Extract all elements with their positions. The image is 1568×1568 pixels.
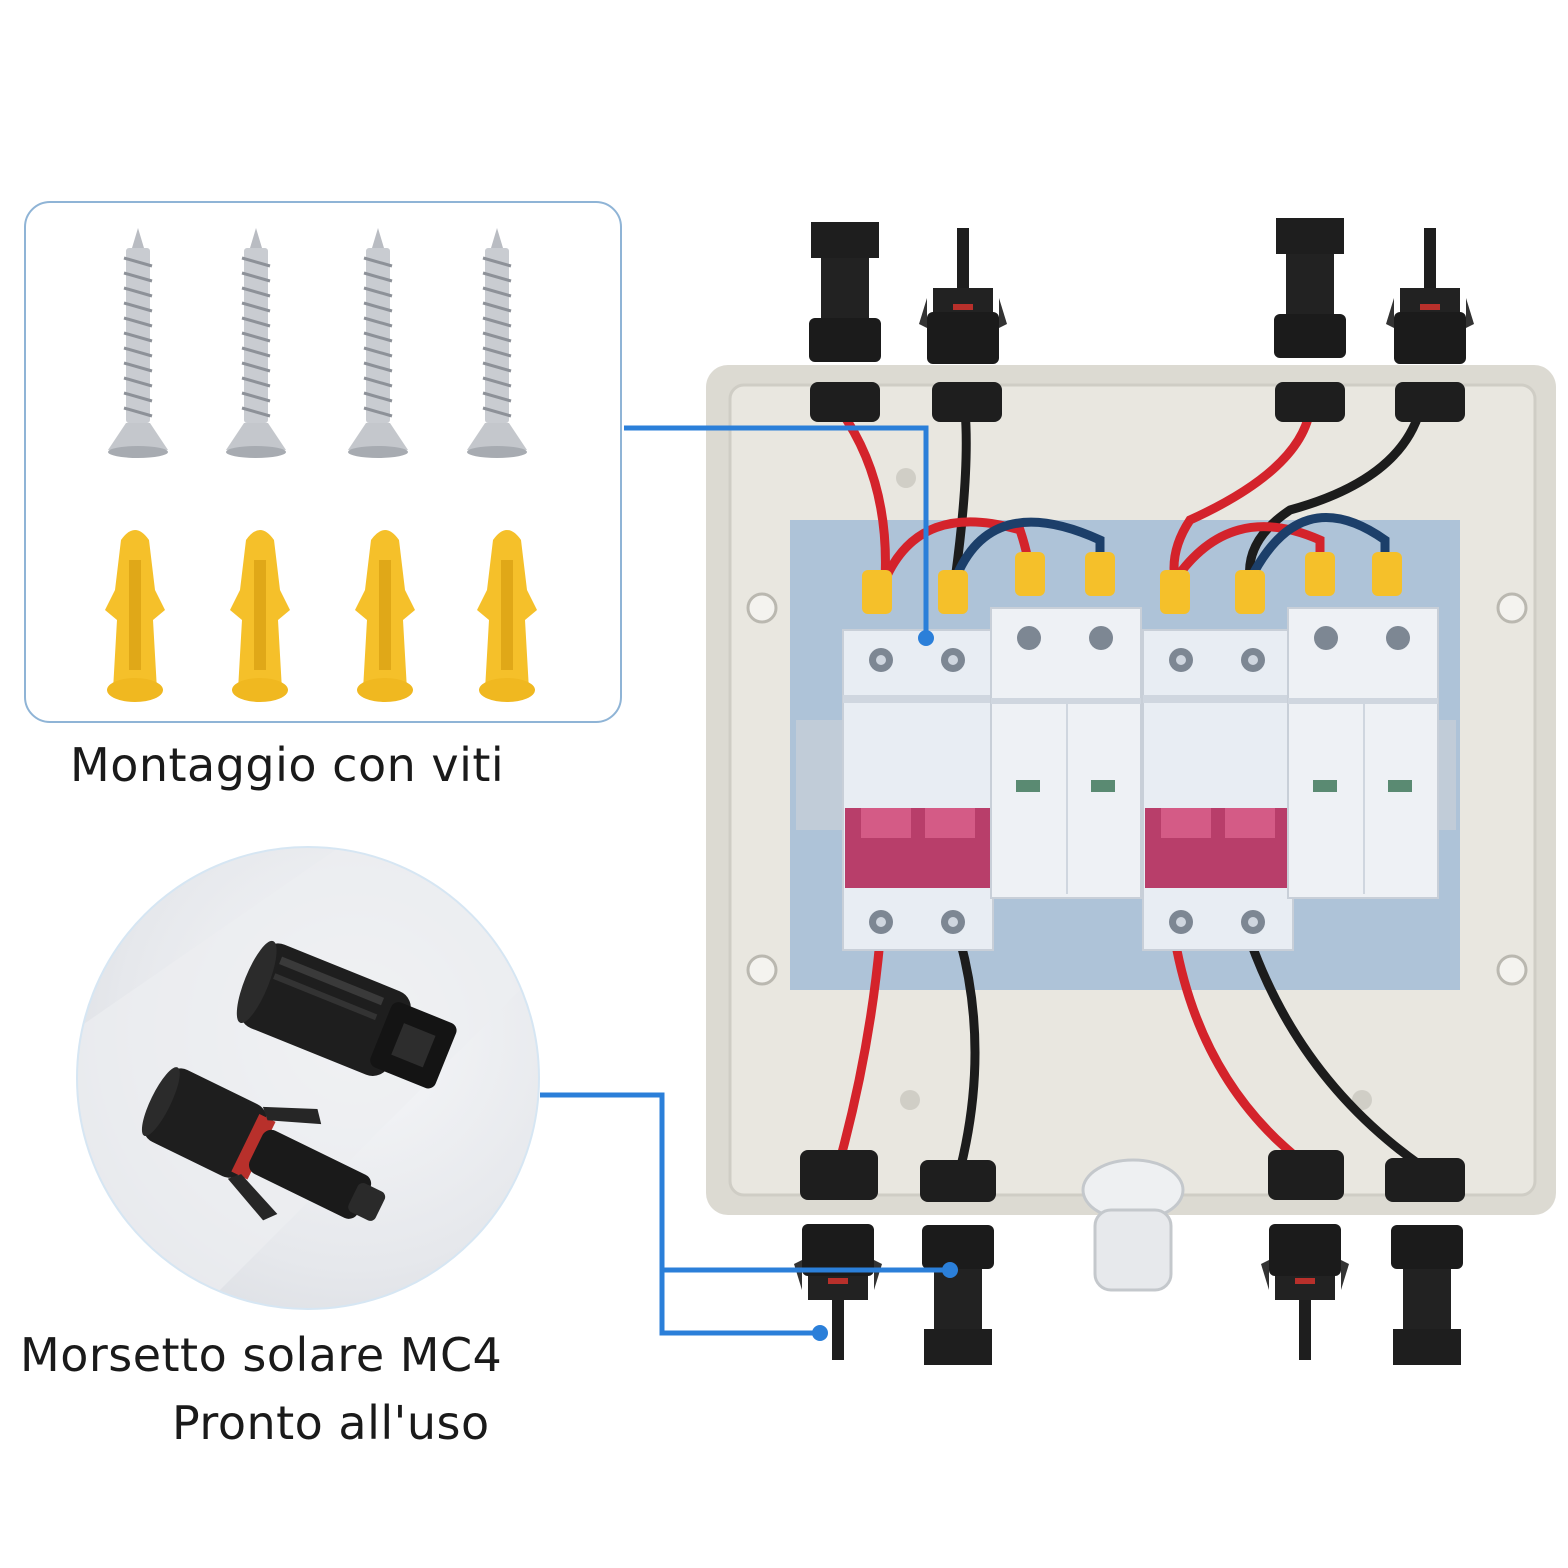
wall-plug-icon <box>105 530 165 702</box>
mc4-connector-icon <box>1274 218 1346 358</box>
bottom-connectors <box>794 1150 1465 1365</box>
screw-icon <box>224 226 288 460</box>
callout-dot <box>812 1325 828 1341</box>
wall-plug-icon <box>230 530 290 702</box>
mc4-connector-icon <box>141 1067 386 1221</box>
wiring <box>835 405 1425 1175</box>
wall-plug-icon <box>355 530 415 702</box>
mc4-zoom-circle <box>76 846 540 1310</box>
mc4-connector-icon <box>1391 1225 1463 1365</box>
screw-mounting-caption: Montaggio con viti <box>70 738 505 792</box>
mc4-connector-icon <box>919 228 1007 364</box>
dc-breaker-icon <box>1142 629 1294 951</box>
callout-dot <box>918 630 934 646</box>
mc4-connector-icon <box>922 1225 994 1365</box>
surge-protector-icon <box>990 607 1142 899</box>
mc4-connectors-illustration <box>78 848 538 1308</box>
mc4-connector-icon <box>1261 1224 1349 1360</box>
screw-row <box>106 226 529 460</box>
top-connectors <box>809 218 1474 422</box>
mc4-connector-icon <box>809 222 881 362</box>
mc4-connector-icon <box>236 940 457 1089</box>
dc-breaker-icon <box>842 629 994 951</box>
wire-ferrules <box>862 552 1402 614</box>
surge-protector-icon <box>1287 607 1439 899</box>
callout-dot <box>942 1262 958 1278</box>
mc4-connector-icon <box>794 1224 882 1360</box>
wall-plug-icon <box>477 530 537 702</box>
screw-icon <box>465 226 529 460</box>
mc4-caption-line2: Pronto all'uso <box>172 1396 490 1450</box>
screw-icon <box>106 226 170 460</box>
screw-icon <box>346 226 410 460</box>
wall-plug-row <box>105 530 537 702</box>
mc4-caption-line1: Morsetto solare MC4 <box>20 1328 503 1382</box>
mc4-connector-icon <box>1386 228 1474 364</box>
callout-lines <box>540 425 950 1336</box>
